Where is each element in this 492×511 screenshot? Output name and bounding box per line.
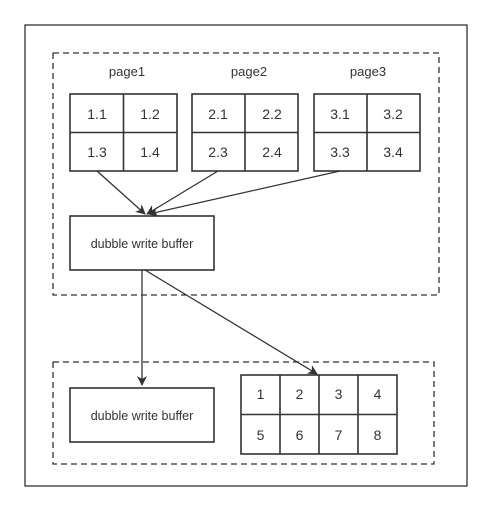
- disk-buffer-box: [69, 387, 215, 443]
- page2-cell-2: 2.2: [262, 106, 282, 122]
- page2-label: page2: [231, 64, 267, 79]
- page1-cell-1: 1.1: [87, 106, 107, 122]
- page1-label: page1: [109, 64, 145, 79]
- disk-cell-1: 1: [257, 386, 265, 402]
- page3-label: page3: [350, 64, 386, 79]
- page2-cell-3: 2.3: [208, 144, 228, 160]
- disk-cell-8: 8: [374, 427, 382, 443]
- page3-cell-2: 3.2: [383, 106, 403, 122]
- page3-cell-4: 3.4: [383, 144, 403, 160]
- arrow-page1-to-buffer: [96, 170, 146, 215]
- disk-buffer-label: dubble write buffer: [91, 409, 194, 423]
- disk-pages-grid: 1 2 3 4 5 6 7 8: [240, 374, 398, 455]
- arrow-buffer-to-data-pages: [144, 269, 318, 375]
- disk-region: [52, 361, 435, 465]
- page2-grid: 2.1 2.2 2.3 2.4: [191, 93, 299, 172]
- memory-region: [52, 52, 440, 296]
- page1-cell-4: 1.4: [140, 144, 160, 160]
- page3-cell-3: 3.3: [330, 144, 350, 160]
- disk-cell-4: 4: [374, 386, 382, 402]
- disk-cell-2: 2: [296, 386, 304, 402]
- disk-cell-6: 6: [296, 427, 304, 443]
- page1-cell-2: 1.2: [140, 106, 160, 122]
- arrow-page3-to-buffer: [148, 170, 341, 217]
- page3-grid: 3.1 3.2 3.3 3.4: [313, 93, 421, 172]
- disk-cell-7: 7: [335, 427, 343, 443]
- page1-cell-3: 1.3: [87, 144, 107, 160]
- page1-grid: 1.1 1.2 1.3 1.4: [69, 93, 178, 172]
- disk-cell-5: 5: [257, 427, 265, 443]
- memory-buffer-label: dubble write buffer: [91, 237, 194, 251]
- page3-cell-1: 3.1: [330, 106, 350, 122]
- arrow-page2-to-buffer: [146, 170, 219, 215]
- disk-cell-3: 3: [335, 386, 343, 402]
- page2-cell-1: 2.1: [208, 106, 228, 122]
- outer-frame: [24, 24, 468, 487]
- page2-cell-4: 2.4: [262, 144, 282, 160]
